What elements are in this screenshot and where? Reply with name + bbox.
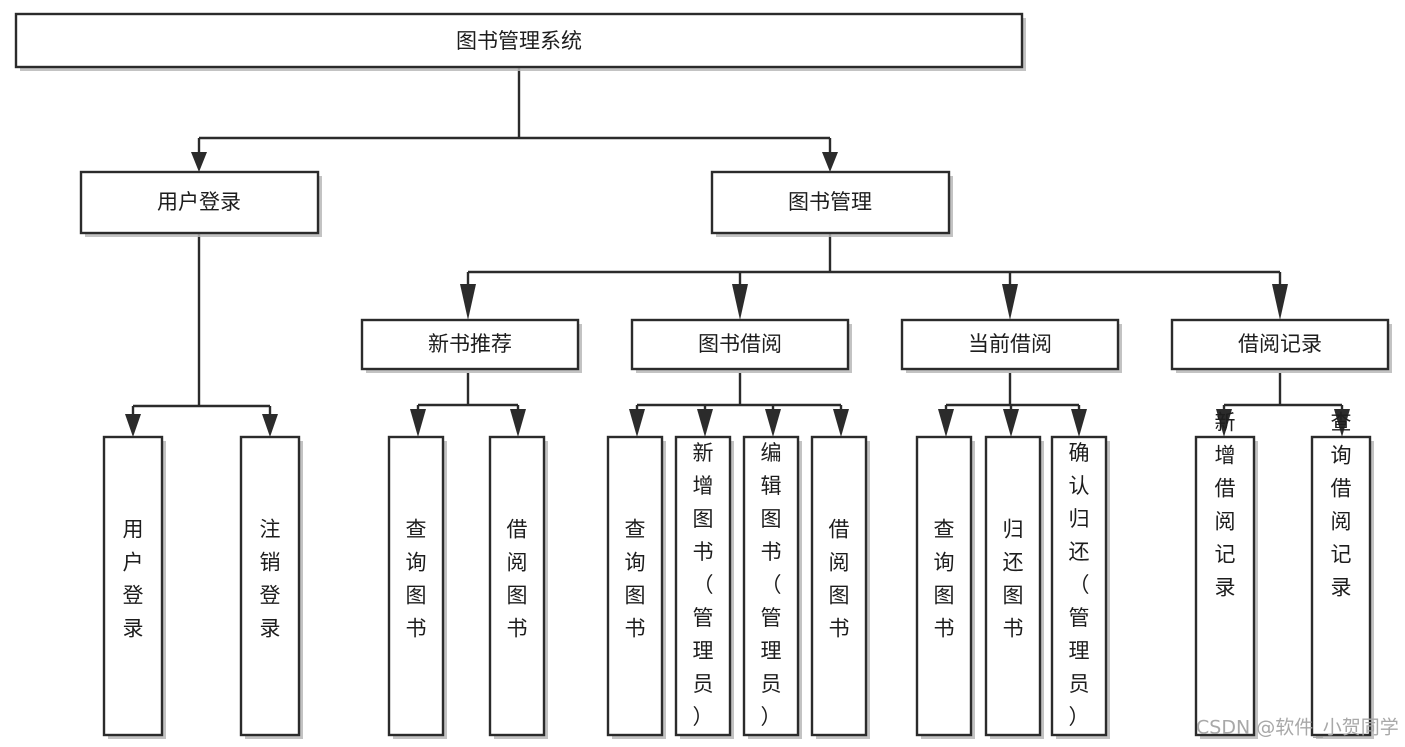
user-login-label: 用户登录	[157, 190, 241, 214]
node-leaf-return-book[interactable]: 归还图书	[984, 435, 1044, 739]
leaf-edit-book-box[interactable]	[742, 435, 800, 737]
arrowhead-book-manage	[822, 152, 838, 172]
book-manage-box[interactable]	[710, 170, 951, 235]
leaf-add-record-label: 新增借阅记录	[1215, 411, 1236, 600]
arrowhead-leaf-query-book-2	[629, 409, 645, 437]
node-borrow-record[interactable]: 借阅记录	[1170, 318, 1392, 373]
arrowhead-leaf-borrow-book-2	[833, 409, 849, 437]
arrowhead-leaf-add-record	[1216, 409, 1232, 437]
arrowhead-leaf-add-book	[697, 409, 713, 437]
node-leaf-query-book-3[interactable]: 查询图书	[915, 435, 975, 739]
leaf-edit-book-label: 编辑图书（管理员）	[761, 441, 782, 729]
new-book-recommend-box[interactable]	[360, 318, 580, 371]
arrowhead-leaf-edit-book	[765, 409, 781, 437]
arrowhead-current-borrow	[1002, 284, 1018, 320]
leaf-return-book-label: 归还图书	[1003, 518, 1024, 641]
current-borrow-label: 当前借阅	[968, 332, 1052, 356]
leaf-query-book-3-box[interactable]	[915, 435, 973, 737]
arrowhead-new-book-recommend	[460, 284, 476, 320]
leaf-logout-login-box[interactable]	[239, 435, 301, 737]
borrow-record-box[interactable]	[1170, 318, 1390, 371]
leaf-confirm-return-label: 确认归还（管理员）	[1069, 441, 1090, 729]
node-leaf-add-record[interactable]: 新增借阅记录	[1194, 411, 1258, 740]
arrowhead-leaf-user-login	[125, 414, 141, 437]
leaf-query-record-box[interactable]	[1310, 435, 1372, 737]
node-current-borrow[interactable]: 当前借阅	[900, 318, 1122, 373]
book-borrow-box[interactable]	[630, 318, 850, 371]
leaf-borrow-book-2-box[interactable]	[810, 435, 868, 737]
csdn-watermark: CSDN @软件_小贺同学	[1196, 717, 1399, 739]
node-leaf-query-book-1[interactable]: 查询图书	[387, 435, 447, 739]
leaf-confirm-return-box[interactable]	[1050, 435, 1108, 737]
node-leaf-user-login[interactable]: 用户登录	[102, 435, 166, 739]
node-new-book-recommend[interactable]: 新书推荐	[360, 318, 582, 373]
arrowhead-leaf-query-book-1	[410, 409, 426, 437]
leaf-borrow-book-1-label: 借阅图书	[507, 518, 528, 641]
node-leaf-query-book-2[interactable]: 查询图书	[606, 435, 666, 739]
node-root[interactable]: 图书管理系统	[14, 12, 1026, 71]
book-manage-label: 图书管理	[788, 190, 872, 214]
leaf-logout-login-label: 注销登录	[260, 518, 281, 641]
leaf-query-record-label: 查询借阅记录	[1331, 411, 1352, 600]
root-box[interactable]	[14, 12, 1024, 69]
node-leaf-query-record[interactable]: 查询借阅记录	[1310, 411, 1374, 740]
node-book-borrow[interactable]: 图书借阅	[630, 318, 852, 373]
arrowhead-leaf-confirm-return	[1071, 409, 1087, 437]
leaf-query-book-3-label: 查询图书	[934, 518, 955, 641]
node-user-login[interactable]: 用户登录	[79, 170, 322, 237]
new-book-recommend-label: 新书推荐	[428, 332, 512, 356]
arrowhead-borrow-record	[1272, 284, 1288, 320]
leaf-add-record-box[interactable]	[1194, 435, 1256, 737]
edges-layer	[125, 67, 1350, 437]
leaf-add-book-label: 新增图书（管理员）	[693, 441, 714, 729]
leaf-query-book-2-box[interactable]	[606, 435, 664, 737]
arrowhead-leaf-query-record	[1334, 409, 1350, 437]
arrowhead-leaf-return-book	[1003, 409, 1019, 437]
leaf-user-login-label: 用户登录	[123, 518, 144, 641]
leaf-query-book-1-label: 查询图书	[406, 518, 427, 641]
current-borrow-box[interactable]	[900, 318, 1120, 371]
arrowhead-leaf-query-book-3	[938, 409, 954, 437]
root-label: 图书管理系统	[456, 29, 582, 53]
leaf-borrow-book-2-label: 借阅图书	[829, 518, 850, 641]
leaf-add-book-box[interactable]	[674, 435, 732, 737]
node-leaf-borrow-book-2[interactable]: 借阅图书	[810, 435, 870, 739]
node-leaf-borrow-book-1[interactable]: 借阅图书	[488, 435, 548, 739]
user-login-box[interactable]	[79, 170, 320, 235]
leaf-return-book-box[interactable]	[984, 435, 1042, 737]
node-leaf-logout-login[interactable]: 注销登录	[239, 435, 303, 739]
node-leaf-edit-book[interactable]: 编辑图书（管理员）	[742, 435, 802, 739]
leaf-borrow-book-1-box[interactable]	[488, 435, 546, 737]
arrowhead-book-borrow	[732, 284, 748, 320]
leaf-user-login-box[interactable]	[102, 435, 164, 737]
node-book-manage[interactable]: 图书管理	[710, 170, 953, 237]
arrowhead-user-login	[191, 152, 207, 172]
arrowhead-leaf-borrow-book-1	[510, 409, 526, 437]
leaf-query-book-2-label: 查询图书	[625, 518, 646, 641]
node-leaf-add-book[interactable]: 新增图书（管理员）	[674, 435, 734, 739]
node-leaf-confirm-return[interactable]: 确认归还（管理员）	[1050, 435, 1110, 739]
arrowhead-leaf-logout-login	[262, 414, 278, 437]
leaf-query-book-1-box[interactable]	[387, 435, 445, 737]
borrow-record-label: 借阅记录	[1238, 332, 1322, 356]
book-borrow-label: 图书借阅	[698, 332, 782, 356]
